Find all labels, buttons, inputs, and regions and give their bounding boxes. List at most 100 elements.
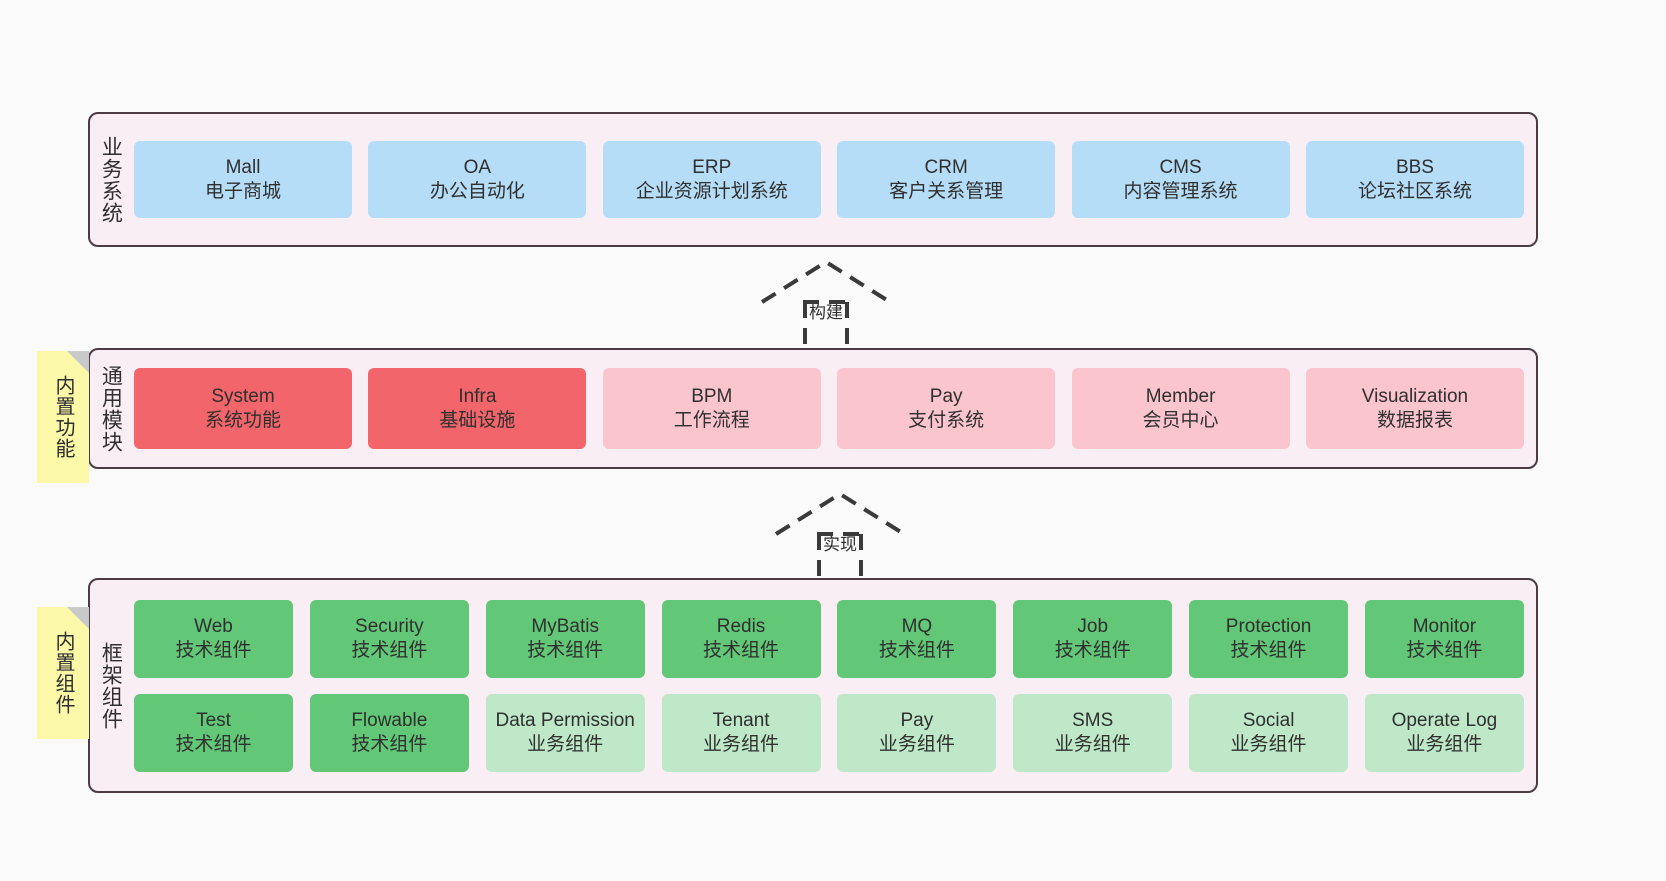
node-title: Visualization [1361, 386, 1469, 408]
node-subtitle: 技术组件 [1054, 639, 1131, 661]
node-title: Flowable [351, 710, 428, 732]
node-title: Monitor [1412, 616, 1477, 638]
note-builtin-features: 内置功能 [37, 351, 89, 483]
node-title: CMS [1159, 157, 1202, 179]
node-title: MQ [901, 616, 933, 638]
node-title: Pay [929, 386, 963, 408]
node-subtitle: 技术组件 [703, 639, 780, 661]
node-title: Test [196, 710, 231, 732]
node-title: Operate Log [1391, 710, 1498, 732]
node-subtitle: 电子商城 [204, 180, 281, 202]
node-subtitle: 支付系统 [908, 409, 985, 431]
node-title: Mall [225, 157, 261, 179]
layer-common-modules-title: 通用模块 [99, 364, 123, 453]
node-subtitle: 业务组件 [703, 733, 780, 755]
connector-implement-arrow [774, 491, 906, 576]
node-subtitle: 内容管理系统 [1123, 180, 1238, 202]
node-title: Member [1145, 386, 1216, 408]
note-builtin-features-label: 内置功能 [52, 375, 74, 459]
node-title: Protection [1225, 616, 1312, 638]
node-subtitle: 数据报表 [1376, 409, 1453, 431]
node-subtitle: 客户关系管理 [889, 180, 1004, 202]
node-subtitle: 企业资源计划系统 [635, 180, 788, 202]
note-fold-corner-icon [67, 607, 89, 629]
layer-framework-components-title: 框架组件 [99, 641, 123, 730]
node-subtitle: 论坛社区系统 [1357, 180, 1472, 202]
note-fold-corner-icon [67, 351, 89, 373]
node-subtitle: 系统功能 [204, 409, 281, 431]
node-title: ERP [692, 157, 732, 179]
node-subtitle: 业务组件 [1230, 733, 1307, 755]
layer-business-systems-title: 业务系统 [99, 135, 123, 224]
node-title: Security [355, 616, 424, 638]
note-builtin-components-label: 内置组件 [52, 631, 74, 715]
connector-build-label: 构建 [809, 303, 843, 322]
node-title: System [211, 386, 275, 408]
node-title: OA [463, 157, 492, 179]
node-subtitle: 业务组件 [527, 733, 604, 755]
connector-implement-label: 实现 [823, 535, 857, 554]
node-subtitle: 会员中心 [1142, 409, 1219, 431]
node-title: Social [1242, 710, 1295, 732]
node-subtitle: 基础设施 [439, 409, 516, 431]
node-title: SMS [1072, 710, 1114, 732]
node-title: BBS [1395, 157, 1434, 179]
connector-implement: 实现 [771, 490, 911, 576]
node-subtitle: 业务组件 [1054, 733, 1131, 755]
node-subtitle: 技术组件 [527, 639, 604, 661]
note-builtin-components: 内置组件 [37, 607, 89, 739]
node-subtitle: 办公自动化 [429, 180, 525, 202]
node-subtitle: 技术组件 [1230, 639, 1307, 661]
node-subtitle: 技术组件 [351, 733, 428, 755]
node-subtitle: 技术组件 [175, 639, 252, 661]
node-title: Job [1077, 616, 1109, 638]
node-subtitle: 业务组件 [1406, 733, 1483, 755]
node-title: Infra [458, 386, 497, 408]
node-subtitle: 业务组件 [878, 733, 955, 755]
node-subtitle: 技术组件 [351, 639, 428, 661]
node-title: Web [194, 616, 233, 638]
node-title: Pay [900, 710, 934, 732]
node-title: Tenant [712, 710, 770, 732]
node-subtitle: 技术组件 [1406, 639, 1483, 661]
node-subtitle: 技术组件 [878, 639, 955, 661]
node-title: Data Permission [495, 710, 635, 732]
